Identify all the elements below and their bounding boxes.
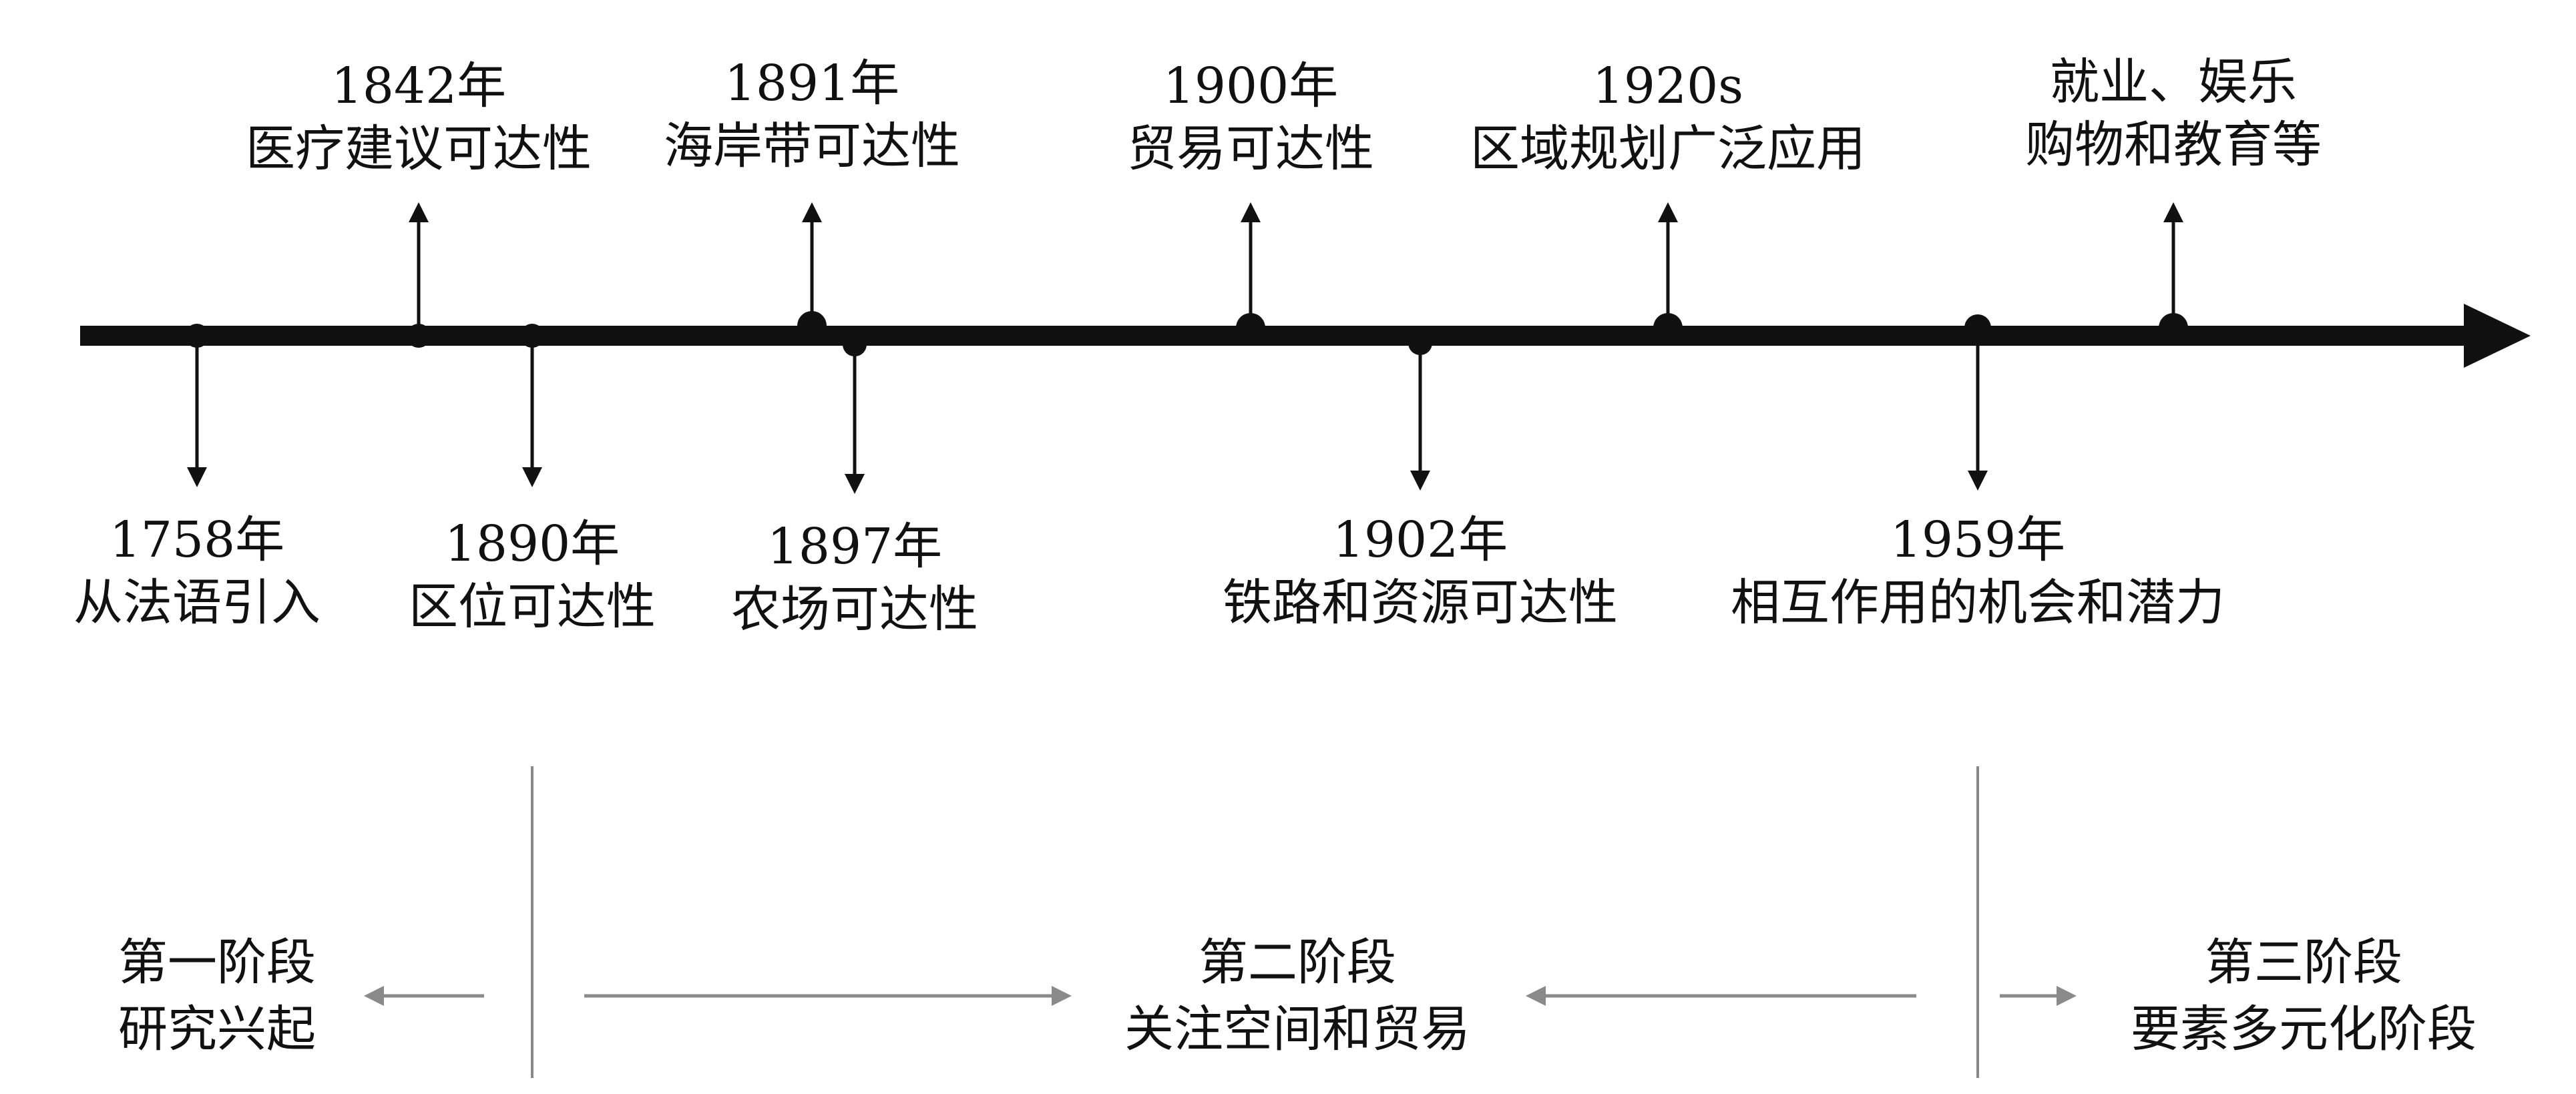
event-year: 1959年 [1890,511,2066,569]
stage-title: 第二阶段 [1199,934,1396,991]
event-desc-line1: 就业、娱乐 [2050,53,2297,111]
event-desc: 贸易可达性 [1127,120,1374,178]
event-desc: 相互作用的机会和潜力 [1731,574,2225,631]
event-label-1891: 1891年 海岸带可达性 [664,52,960,178]
event-year: 1900年 [1162,57,1339,115]
event-year: 1891年 [724,55,900,112]
stage-label-2: 第二阶段 关注空间和贸易 [1124,929,1470,1063]
stage-subtitle: 研究兴起 [118,1001,316,1058]
event-year: 1758年 [109,511,285,569]
axis-arrowhead [2464,304,2531,368]
event-desc: 区域规划广泛应用 [1470,120,1866,178]
event-desc: 医疗建议可达性 [246,120,592,178]
event-label-1842: 1842年 医疗建议可达性 [246,55,592,180]
event-label-1920: 1920s 区域规划广泛应用 [1470,55,1866,180]
event-desc: 农场可达性 [731,581,978,638]
stage-label-3: 第三阶段 要素多元化阶段 [2131,929,2477,1063]
event-label-1902: 1902年 铁路和资源可达性 [1223,509,1618,634]
event-year: 1842年 [331,57,507,115]
event-desc: 区位可达性 [409,578,656,635]
event-year: 1902年 [1332,511,1508,569]
stage-title: 第一阶段 [118,934,316,991]
event-label-1897: 1897年 农场可达性 [731,515,978,641]
stage-label-1: 第一阶段 研究兴起 [118,929,316,1063]
event-label-leisure: 就业、娱乐 购物和教育等 [2025,51,2322,176]
event-label-1758: 1758年 从法语引入 [73,509,320,634]
event-year: 1920s [1592,57,1744,115]
event-desc-line2: 购物和教育等 [2025,116,2322,174]
stage-subtitle: 要素多元化阶段 [2131,1001,2477,1058]
stage-title: 第三阶段 [2205,934,2402,991]
event-year: 1890年 [444,515,620,573]
event-label-1900: 1900年 贸易可达性 [1127,55,1374,180]
event-desc: 从法语引入 [73,574,320,631]
stage-subtitle: 关注空间和贸易 [1124,1001,1470,1058]
event-label-1959: 1959年 相互作用的机会和潜力 [1731,509,2225,634]
event-desc: 海岸带可达性 [664,117,960,175]
event-year: 1897年 [767,518,943,575]
event-desc: 铁路和资源可达性 [1223,574,1618,631]
event-label-1890: 1890年 区位可达性 [409,513,656,638]
